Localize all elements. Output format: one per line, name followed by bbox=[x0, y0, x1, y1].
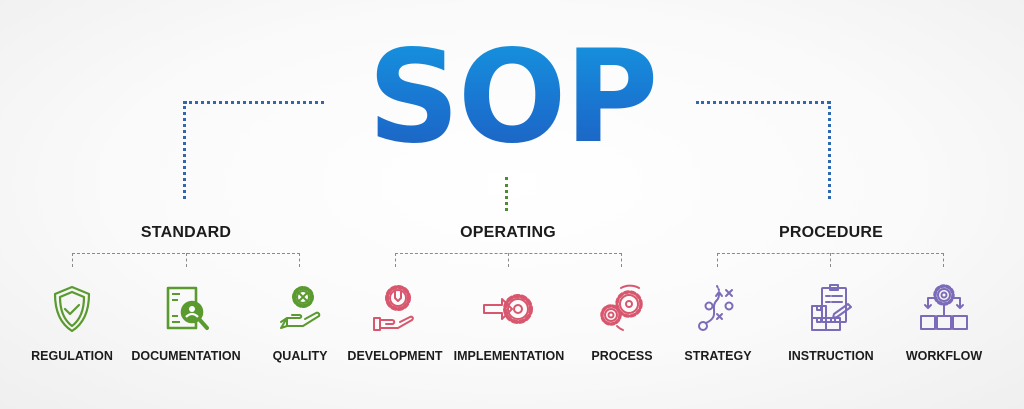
label-strategy: STRATEGY bbox=[684, 349, 752, 363]
clipboard-boxes-icon bbox=[811, 284, 852, 331]
label-regulation: REGULATION bbox=[31, 349, 113, 363]
gears-icon bbox=[600, 284, 643, 331]
item-regulation bbox=[12, 282, 132, 336]
branch-tick bbox=[72, 253, 73, 267]
item-workflow bbox=[884, 282, 1004, 336]
connector-center-vertical bbox=[505, 177, 508, 211]
label-documentation: DOCUMENTATION bbox=[131, 349, 241, 363]
item-development bbox=[335, 282, 455, 336]
item-implementation bbox=[449, 282, 569, 336]
branch-tick bbox=[186, 253, 187, 267]
sop-title: SOP bbox=[0, 28, 1024, 168]
item-documentation bbox=[126, 282, 246, 336]
arrow-gear-icon bbox=[483, 294, 533, 324]
branch-tick bbox=[508, 253, 509, 267]
connector-right-horizontal bbox=[696, 101, 830, 104]
gear-flow-icon bbox=[920, 284, 968, 330]
item-instruction bbox=[771, 282, 891, 336]
label-development: DEVELOPMENT bbox=[347, 349, 443, 363]
label-quality: QUALITY bbox=[272, 349, 328, 363]
branch-tick bbox=[943, 253, 944, 267]
label-process: PROCESS bbox=[591, 349, 653, 363]
shield-check-icon bbox=[53, 285, 91, 333]
branch-tick bbox=[621, 253, 622, 267]
category-operating: OPERATING bbox=[460, 224, 556, 241]
connector-left-vertical bbox=[183, 101, 186, 199]
branch-tick bbox=[299, 253, 300, 267]
connector-right-vertical bbox=[828, 101, 831, 199]
branch-tick bbox=[395, 253, 396, 267]
item-quality bbox=[240, 282, 360, 336]
category-procedure: PROCEDURE bbox=[778, 224, 884, 241]
branch-tick bbox=[717, 253, 718, 267]
connector-left-horizontal bbox=[184, 101, 324, 104]
item-process bbox=[562, 282, 682, 336]
item-strategy bbox=[658, 282, 778, 336]
document-search-icon bbox=[166, 286, 209, 330]
branch-tick bbox=[830, 253, 831, 267]
label-instruction: INSTRUCTION bbox=[788, 349, 874, 363]
category-standard: STANDARD bbox=[140, 224, 232, 241]
strategy-play-icon bbox=[698, 285, 734, 331]
label-implementation: IMPLEMENTATION bbox=[453, 349, 565, 363]
hand-wrench-gear-icon bbox=[373, 285, 414, 331]
hand-gear-icon bbox=[280, 286, 321, 329]
label-workflow: WORKFLOW bbox=[905, 349, 983, 363]
